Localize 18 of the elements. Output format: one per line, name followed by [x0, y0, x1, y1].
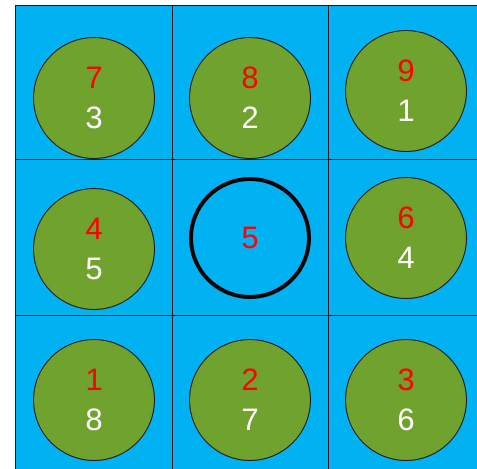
- number-label: 6: [397, 401, 415, 439]
- number-label: 1: [397, 92, 415, 130]
- number-label: 5: [85, 250, 103, 288]
- number-label: 8: [85, 401, 103, 439]
- number-label: 4: [85, 210, 103, 248]
- number-label: 3: [85, 99, 103, 137]
- number-label: 6: [397, 199, 415, 237]
- number-label: 2: [241, 361, 259, 399]
- number-label: 3: [397, 361, 415, 399]
- ring-circle: [189, 177, 311, 299]
- number-label: 8: [241, 59, 259, 97]
- number-label: 7: [85, 59, 103, 97]
- number-label: 1: [85, 361, 103, 399]
- number-label: 4: [397, 239, 415, 277]
- number-label: 7: [241, 401, 259, 439]
- number-label: 9: [397, 52, 415, 90]
- number-label: 5: [241, 219, 259, 257]
- number-label: 2: [241, 99, 259, 137]
